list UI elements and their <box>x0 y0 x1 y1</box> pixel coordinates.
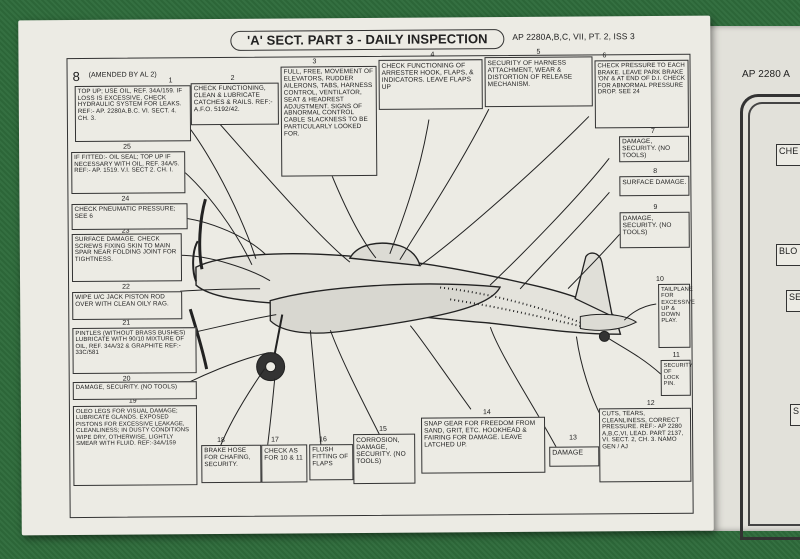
item-number: 10 <box>656 275 664 283</box>
callout-item-2: CHECK FUNCTIONING, CLEAN & LUBRICATE CAT… <box>190 82 279 126</box>
callout-item-23: SURFACE DAMAGE. CHECK SCREWS FIXING SKIN… <box>71 233 183 283</box>
callout-item-17: CHECK AS FOR 10 & 11 <box>261 444 308 483</box>
callout-item-12: CUTS, TEARS, CLEANLINESS, CORRECT PRESSU… <box>598 407 692 483</box>
callout-item-20: DAMAGE, SECURITY. (NO TOOLS) <box>72 381 197 401</box>
adjacent-page-header: AP 2280 A <box>742 69 790 80</box>
callout-item-3: FULL, FREE, MOVEMENT OF ELEVATORS, RUDDE… <box>280 65 378 177</box>
callout-item-10: TAILPLANE FOR EXCESSIVE UP & DOWN PLAY. <box>658 283 695 348</box>
item-number: 8 <box>653 167 658 175</box>
item-number: 15 <box>379 425 387 433</box>
callout-item-1: TOP UP; USE OIL, REF. 34A/159. IF LOSS I… <box>74 85 192 143</box>
item-number: 14 <box>482 409 491 417</box>
manual-page: 'A' SECT. PART 3 - DAILY INSPECTION AP 2… <box>18 15 714 536</box>
adjacent-diagram-inner <box>748 102 800 526</box>
callout-item-24: CHECK PNEUMATIC PRESSURE; SEE 6 <box>71 203 188 231</box>
adjacent-label-4: S <box>790 404 800 426</box>
callout-item-15: CORROSION, DAMAGE, SECURITY. (NO TOOLS) <box>353 433 416 485</box>
item-number: 6 <box>602 52 607 60</box>
callout-item-14: SNAP GEAR FOR FREEDOM FROM SAND, GRIT, E… <box>420 416 546 474</box>
callout-item-18: BRAKE HOSE FOR CHAFING, SECURITY. <box>201 444 262 484</box>
item-number: 12 <box>646 399 655 408</box>
item-number: 9 <box>653 203 658 211</box>
item-number: 13 <box>569 434 577 442</box>
callout-item-25: IF FITTED:- OIL SEAL; TOP UP IF NECESSAR… <box>71 151 186 195</box>
item-number: 2 <box>230 74 235 82</box>
callout-item-11: SECURITY OF LOCK PIN. <box>660 359 693 396</box>
item-number: 1 <box>168 77 173 85</box>
callout-item-16: FLUSH FITTING OF FLAPS <box>309 444 354 481</box>
callout-item-9: DAMAGE, SECURITY. (NO TOOLS) <box>619 211 690 249</box>
callout-item-5: SECURITY OF HARNESS ATTACHMENT, WEAR & D… <box>484 56 593 108</box>
item-number: 3 <box>312 58 317 66</box>
item-number: 25 <box>123 143 131 151</box>
callout-item-13: DAMAGE <box>549 446 600 467</box>
item-number: 4 <box>430 51 435 59</box>
callout-item-4: CHECK FUNCTIONING OF ARRESTER HOOK, FLAP… <box>378 59 483 110</box>
item-number: 24 <box>121 195 130 203</box>
aircraft-diagram <box>162 102 662 457</box>
adjacent-diagram-frame <box>740 94 800 540</box>
item-number: 16 <box>319 436 327 444</box>
item-number: 21 <box>122 319 131 327</box>
callout-item-21: PINTLES (WITHOUT BRASS BUSHES) LUBRICATE… <box>72 327 197 375</box>
callout-item-6: CHECK PRESSURE TO EACH BRAKE. LEAVE PARK… <box>594 59 689 129</box>
callout-item-22: WIPE U/C JACK PISTON ROD OVER WITH CLEAN… <box>72 291 183 321</box>
callout-item-19: OLEO LEGS FOR VISUAL DAMAGE; LUBRICATE G… <box>72 405 198 487</box>
item-number: 17 <box>271 436 279 444</box>
item-number: 7 <box>650 127 655 136</box>
adjacent-label-2: BLO <box>776 244 800 266</box>
item-number: 11 <box>672 351 680 359</box>
item-number: 22 <box>122 283 130 291</box>
adjacent-label-3: SE <box>786 290 800 312</box>
callout-item-7: DAMAGE, SECURITY. (NO TOOLS) <box>619 135 690 163</box>
item-number: 18 <box>217 436 225 445</box>
adjacent-label-1: CHE <box>776 144 800 166</box>
callout-item-8: SURFACE DAMAGE. <box>619 175 690 197</box>
adjacent-page: AP 2280 A CHE BLO SE S <box>700 26 800 540</box>
item-number: 5 <box>536 48 541 56</box>
